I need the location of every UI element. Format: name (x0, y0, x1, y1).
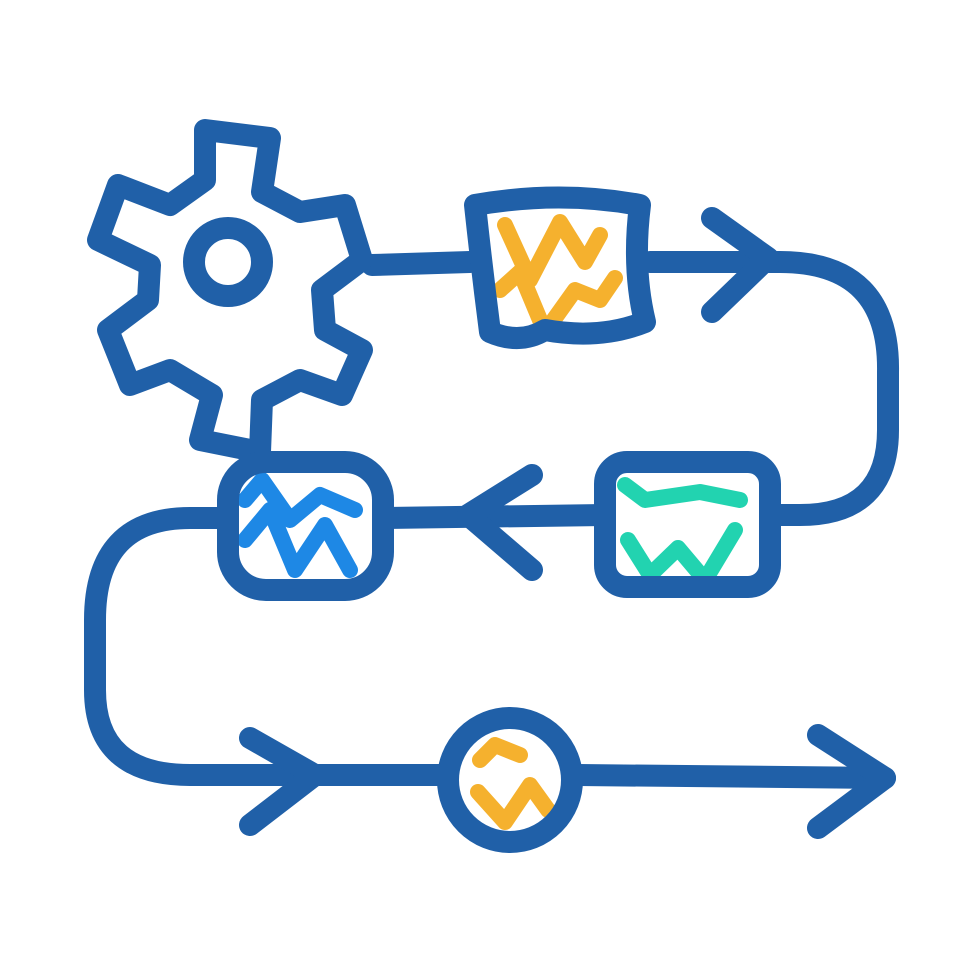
process-box-blue-icon (217, 451, 394, 601)
arrow-right-icon (807, 724, 896, 839)
process-circle-orange-icon (437, 707, 583, 853)
process-box-orange-icon (464, 186, 656, 349)
flow-line-bottom (567, 764, 896, 789)
arrow-right-icon (239, 727, 326, 836)
process-box-teal-icon (594, 451, 781, 598)
gear-icon (87, 119, 373, 463)
flow-line-left (84, 507, 456, 786)
flow-line-middle (374, 504, 616, 529)
arrow-left-icon (457, 464, 543, 581)
flow-path (84, 251, 900, 789)
arrow-right-icon (701, 207, 779, 323)
flow-line-top (361, 251, 900, 526)
